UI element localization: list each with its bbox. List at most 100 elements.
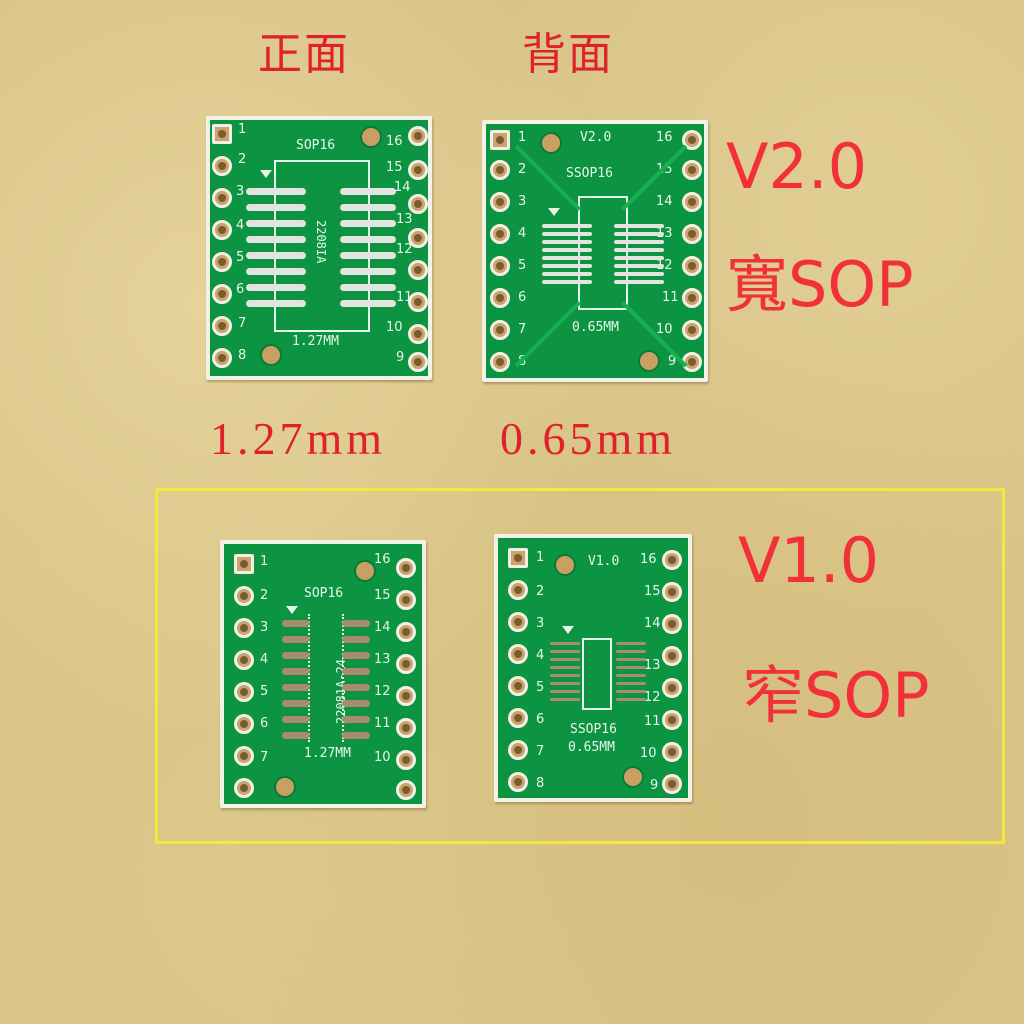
pin-number: 9 [396,350,405,365]
pin-hole [408,260,428,280]
pin-hole [234,682,254,702]
pin-hole [508,676,528,696]
pin-number: 13 [374,652,391,667]
pin-hole [408,228,428,248]
pcb-v1-front: 1 2 3 4 5 6 7 16 15 14 13 12 11 10 SOP16… [220,540,426,808]
pin-number: 14 [394,180,411,195]
pin-number: 3 [536,616,545,631]
pin-hole [396,590,416,610]
pin-number: 7 [238,316,247,331]
pin-number: 10 [656,322,673,337]
pin-hole [508,612,528,632]
pin-number: 2 [238,152,247,167]
pin-number: 8 [238,348,247,363]
v1-type-label: 窄SOP [742,659,930,732]
pin-number: 3 [260,620,269,635]
pin-number: 2 [536,584,545,599]
pin1-marker-icon [548,208,560,216]
pin-number: 6 [518,290,527,305]
mount-hole [540,132,562,154]
pin-number: 10 [374,750,391,765]
pin-hole [212,284,232,304]
pin-hole [508,708,528,728]
pin-hole [662,550,682,570]
pin-hole [396,654,416,674]
pin-number: 5 [518,258,527,273]
board-pitch: 1.27MM [304,746,351,761]
pin-number: 16 [386,134,403,149]
chip-outline [308,614,344,742]
pin-number: 7 [518,322,527,337]
pin-number: 12 [374,684,391,699]
pin-number: 11 [374,716,391,731]
pin-number: 12 [644,690,661,705]
pin-number: 7 [260,750,269,765]
pin-number: 14 [374,620,391,635]
board-pitch: 0.65MM [568,740,615,755]
pin-number: 9 [650,778,659,793]
pin-number: 12 [656,258,673,273]
pin-number: 11 [396,290,413,305]
pin-number: 13 [644,658,661,673]
pin-hole [396,558,416,578]
mount-hole [260,344,282,366]
pin-hole [490,320,510,340]
pin-number: 8 [536,776,545,791]
pin-hole [662,614,682,634]
pin-hole [234,554,254,574]
pin-hole [682,224,702,244]
mount-hole [622,766,644,788]
pin-number: 16 [640,552,657,567]
pin-hole [508,548,528,568]
pin-number: 5 [236,250,245,265]
pin-hole [212,156,232,176]
board-title: SOP16 [304,586,344,601]
pin-hole [508,740,528,760]
pin1-marker-icon [562,626,574,634]
mount-hole [274,776,296,798]
back-side-label: 背面 [522,29,614,80]
pin-hole [490,160,510,180]
pin-hole [508,772,528,792]
pin-number: 1 [238,122,247,137]
pin-hole [682,160,702,180]
pin-hole [408,160,428,180]
pin-number: 10 [640,746,657,761]
pin-hole [490,352,510,372]
pin-hole [234,618,254,638]
pin-hole [234,586,254,606]
pin-hole [408,352,428,372]
pin-hole [682,192,702,212]
pin-number: 6 [236,282,245,297]
pin-number: 10 [386,320,403,335]
pin-hole [212,348,232,368]
pin-hole [508,580,528,600]
mount-hole [360,126,382,148]
pin-number: 6 [260,716,269,731]
pin-number: 4 [260,652,269,667]
pcb-v2-back: 1 2 3 4 5 6 7 8 16 15 14 13 12 11 10 9 V… [482,120,708,382]
pin-hole [662,742,682,762]
pin-number: 9 [668,354,677,369]
pin-hole [682,130,702,150]
pin-hole [662,710,682,730]
pin-number: 14 [656,194,673,209]
mount-hole [354,560,376,582]
pin-hole [212,188,232,208]
pin-number: 16 [374,552,391,567]
pin-hole [490,288,510,308]
pin-number: 7 [536,744,545,759]
pin-hole [408,126,428,146]
pin-number: 11 [644,714,661,729]
pin-hole [396,686,416,706]
board-title: SSOP16 [566,166,613,181]
mount-hole [554,554,576,576]
front-side-label: 正面 [258,29,350,80]
pin-hole [396,718,416,738]
pin-hole [234,746,254,766]
pin-number: 1 [536,550,545,565]
pin-number: 14 [644,616,661,631]
pin-hole [490,130,510,150]
pin-number: 4 [518,226,527,241]
pin-hole [396,780,416,800]
